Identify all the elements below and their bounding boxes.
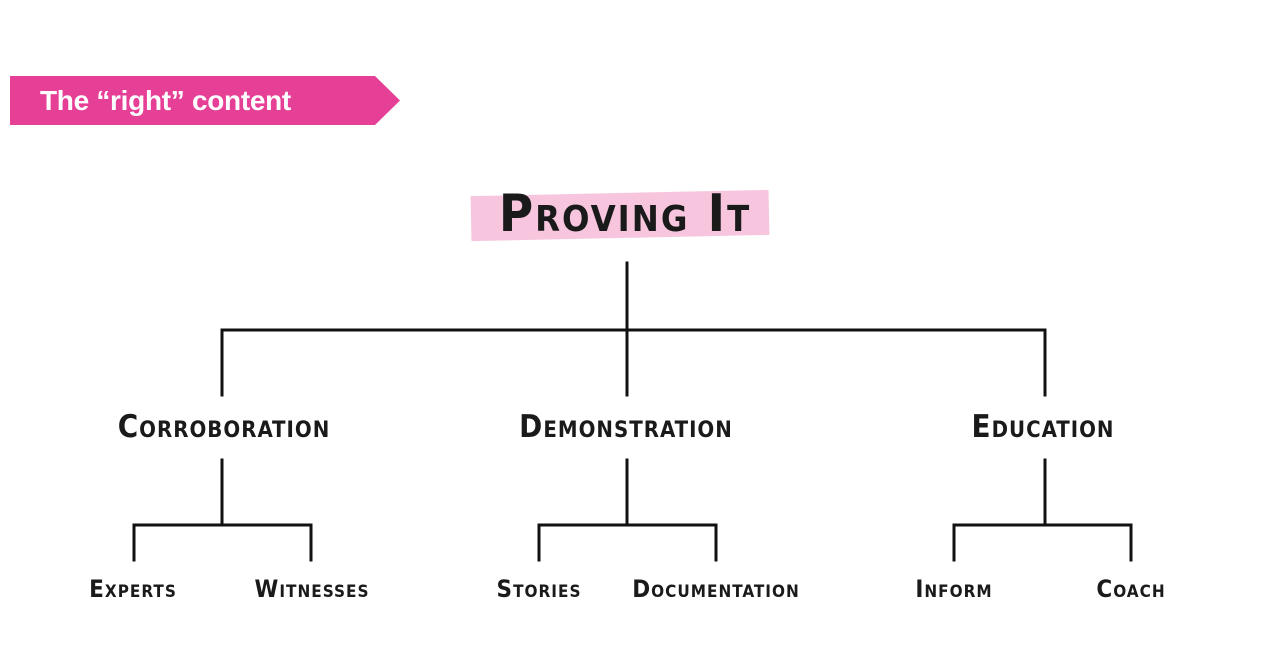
banner-title: The “right” content [40,84,291,116]
leaf-inform: Inform [915,575,993,603]
leaf-stories: Stories [496,575,582,603]
leaf-coach: Coach [1096,575,1166,603]
section-banner: The “right” content [10,76,400,125]
branch-corroboration: Corroboration [117,409,331,445]
leaf-documentation: Documentation [632,575,800,603]
leaf-experts: Experts [89,575,177,603]
branch-education: Education [971,409,1115,445]
root-node: Proving It [498,184,752,244]
branch-demonstration: Demonstration [519,409,733,445]
leaf-witnesses: Witnesses [254,575,370,603]
